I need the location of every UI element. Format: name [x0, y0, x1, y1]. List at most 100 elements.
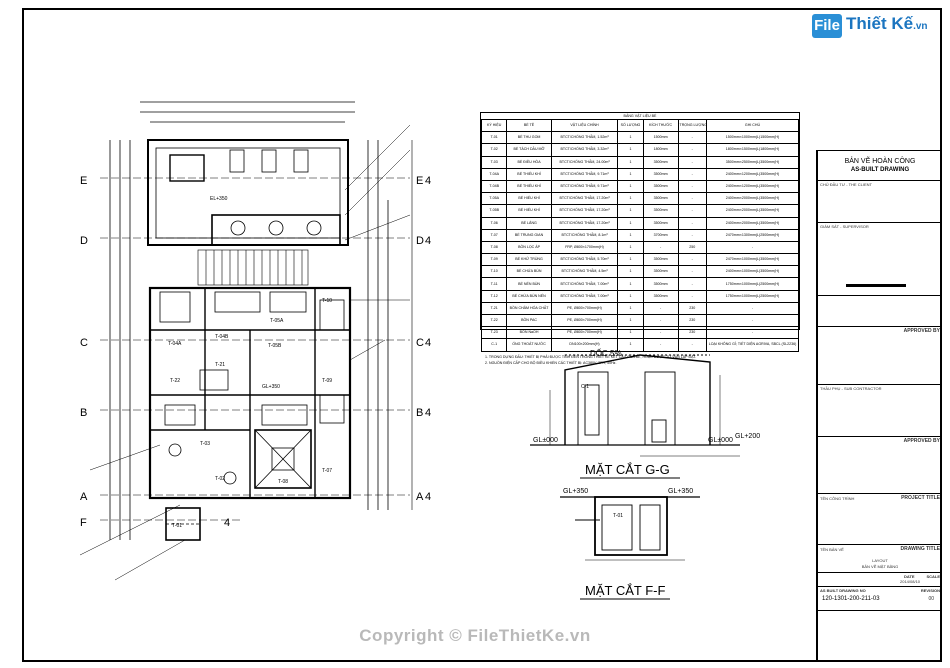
axis-left-c: C: [80, 337, 88, 349]
section-ff-inner-r: [639, 504, 661, 551]
table-cell: T-12: [480, 289, 508, 303]
table-cell: T-22: [480, 313, 508, 328]
table-cell: 1: [617, 167, 644, 181]
table-cell: 1: [617, 289, 644, 303]
table-cell: BỂ THIẾU KHÍ: [506, 167, 552, 181]
label-t07: T-07: [322, 468, 332, 474]
table-cell: 3500mm: [642, 216, 679, 230]
tank-equip-7: [319, 299, 345, 331]
table-cell: 230: [677, 313, 708, 328]
tb-row: [818, 493, 942, 494]
table-cell: 230: [677, 326, 708, 340]
table-cell: T-06: [480, 216, 508, 230]
table-cell: -: [677, 289, 708, 303]
tb-approved: APPROVED BY: [903, 328, 940, 334]
blower-2: [261, 149, 277, 173]
tb-row: [818, 586, 942, 587]
table-cell: 1: [617, 301, 644, 316]
grid-lines: [100, 177, 410, 521]
tank-equip-6: [261, 404, 308, 426]
tb-contractor: THẦU PHỤ - SUB CONTRACTOR: [820, 386, 882, 391]
section-ff-t01: T-01: [613, 513, 623, 519]
table-cell: T-07: [480, 228, 508, 242]
equipment-bay: [211, 214, 341, 246]
table-cell: T-05B: [480, 204, 508, 218]
table-cell: BTCT/CHỐNG THẤM, 5.70m³: [550, 253, 619, 267]
material-table-grid: KÝ HIỆU BỂ TÊ VẬT LIỆU CHÍNH SỐ LƯỢNG KÍ…: [480, 118, 799, 352]
table-cell: T-11: [480, 277, 508, 291]
tb-drawing-no: 120-1301-200-211-03: [822, 596, 880, 602]
table-cell: -: [677, 179, 708, 194]
label-t10: T-10: [322, 298, 332, 304]
axis-markers: E D C B A F E D C B A 4 4 4 4 4 4: [80, 175, 431, 529]
header-cell: KÝ HIỆU: [480, 118, 508, 133]
site-logo: File Thiết Kế.vn: [812, 10, 942, 44]
logo-suffix: .vn: [913, 21, 928, 32]
table-cell: -: [677, 192, 708, 206]
table-cell: 1: [617, 131, 644, 145]
table-cell: 3500mm: [642, 265, 679, 279]
tb-row: [818, 544, 942, 545]
tb-project-label: TÊN CÔNG TRÌNH: [820, 496, 855, 501]
table-cell: BỂ NÉN BÙN: [506, 277, 552, 291]
tank-equip-4: [164, 404, 196, 426]
table-cell: -: [677, 253, 708, 267]
table-cell: 230: [677, 301, 708, 316]
axis-suffix-6: 4: [224, 517, 230, 529]
label-t22: T-22: [170, 378, 180, 384]
section-ff-title: MẶT CẮT F-F: [585, 583, 665, 598]
table-cell: FRP, Ø800×1700mm(H): [550, 240, 619, 255]
table-cell: 3500mm: [642, 277, 679, 291]
tb-drawing-name-1: LAYOUT: [872, 558, 888, 563]
table-cell: 1: [617, 192, 644, 206]
table-cell: 1750mm×1000mm(L)2500mm(H): [706, 277, 799, 291]
tb-date-label: DATE: [904, 574, 915, 579]
axis-suffix-3: 4: [425, 337, 431, 349]
table-cell: BTCT/CHỐNG THẤM, 3.32m³: [550, 143, 619, 157]
table-cell: -: [677, 216, 708, 230]
table-cell: 1500mm×1000mm(L)1500mm(H): [706, 131, 799, 145]
tb-row: [818, 150, 942, 151]
table-cell: -: [677, 277, 708, 291]
tb-revision: 00: [928, 596, 934, 602]
header-cell: BỂ TÊ: [506, 118, 552, 133]
table-cell: BỂ KHỬ TRÙNG: [506, 253, 552, 267]
table-cell: 1: [617, 228, 644, 242]
blower-3: [293, 149, 309, 173]
section-ff-labels: GL+350 GL+350 T-01 MẶT CẮT F-F: [563, 488, 693, 598]
tb-drawing-label: TÊN BẢN VẼ: [820, 547, 844, 552]
table-cell: 1: [617, 240, 644, 255]
section-ff-tank: [594, 496, 668, 556]
label-t04a: T-04A: [168, 341, 182, 347]
label-t08: T-08: [278, 479, 288, 485]
axis-suffix-1: 4: [425, 175, 431, 187]
tb-row: [818, 436, 942, 437]
table-cell: 3500mm: [642, 204, 679, 218]
pump-1: [230, 220, 246, 236]
table-cell: BỒN LỌC ÁP: [506, 240, 552, 255]
label-t21: T-21: [215, 362, 225, 368]
table-cell: -: [706, 326, 799, 340]
header-cell: TRỌNG LƯỢNG (T): [677, 118, 708, 133]
table-cell: BỂ CHỨA BÙN NÉN: [506, 289, 552, 303]
label-t02: T-02: [215, 476, 225, 482]
table-cell: 3500mm: [642, 179, 679, 194]
tb-row: [818, 222, 942, 223]
section-gg-gl200: GL+200: [735, 433, 760, 440]
table-cell: BTCT/CHỐNG THẤM, 9.71m³: [550, 167, 619, 181]
table-cell: 250: [677, 240, 708, 255]
table-cell: -: [677, 265, 708, 279]
table-cell: -: [677, 155, 708, 169]
table-cell: DN100×200mm(H): [550, 338, 619, 352]
section-gg-c1: C-1: [581, 384, 589, 390]
table-cell: 3500mm: [642, 155, 679, 169]
control-room: [169, 154, 205, 182]
tb-approved-2: APPROVED BY: [903, 438, 940, 444]
logo-badge: File: [812, 14, 842, 38]
